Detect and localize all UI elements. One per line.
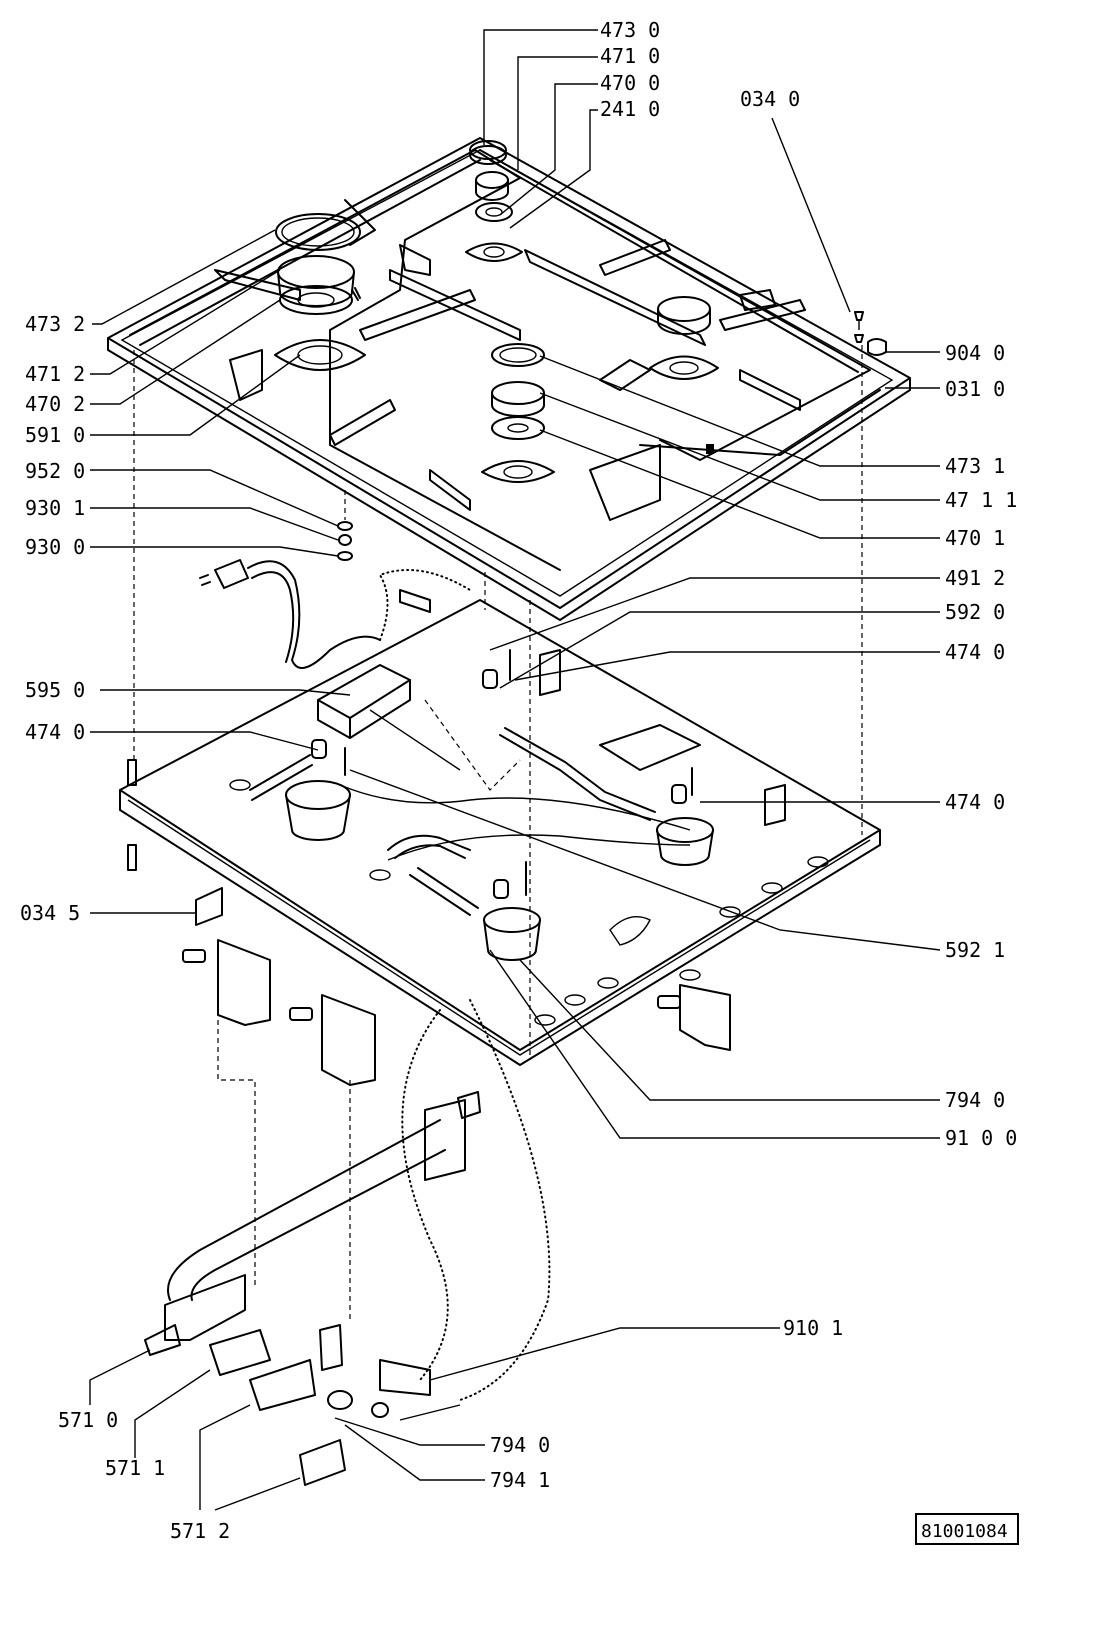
callout-794-0-right: 794 0 <box>945 1088 1005 1112</box>
ignition-module <box>317 589 461 771</box>
callout-910-1: 910 1 <box>783 1316 843 1340</box>
callout-474-0-right-upper: 474 0 <box>945 640 1005 664</box>
callout-241-0: 241 0 <box>600 97 660 121</box>
callout-034-5: 034 5 <box>20 901 80 925</box>
callout-930-0: 930 0 <box>25 535 85 559</box>
callout-930-1: 930 1 <box>25 496 85 520</box>
callout-904-0: 904 0 <box>945 341 1005 365</box>
callout-591-0: 591 0 <box>25 423 85 447</box>
callout-034-0: 034 0 <box>740 87 800 111</box>
callout-473-1: 473 1 <box>945 454 1005 478</box>
burner-large-left <box>274 213 366 371</box>
callout-952-0: 952 0 <box>25 459 85 483</box>
callout-571-2: 571 2 <box>170 1519 230 1543</box>
callout-473-2: 473 2 <box>25 312 85 336</box>
gas-manifold-rail <box>167 1091 481 1301</box>
burner-top-small <box>465 140 523 262</box>
callout-592-1: 592 1 <box>945 938 1005 962</box>
callout-474-0-right-lower: 474 0 <box>945 790 1005 814</box>
document-number: 81001084 <box>921 1521 1008 1542</box>
document-number-box: 81001084 <box>915 1513 1019 1545</box>
callout-031-0: 031 0 <box>945 377 1005 401</box>
gas-taps <box>144 1274 461 1486</box>
callout-794-1: 794 1 <box>490 1468 550 1492</box>
callout-595-0: 595 0 <box>25 678 85 702</box>
callout-470-0-top: 470 0 <box>600 71 660 95</box>
callout-491-2: 491 2 <box>945 566 1005 590</box>
electrical-cable-plug <box>199 559 471 669</box>
burner-center-front <box>481 343 555 483</box>
callout-571-1: 571 1 <box>105 1456 165 1480</box>
callout-471-1: 47 1 1 <box>945 488 1017 512</box>
burner-right-back <box>649 296 719 380</box>
gas-pipes-and-thermocouples <box>249 649 693 916</box>
callout-471-0-top: 471 0 <box>600 44 660 68</box>
screw-and-cap-034-904 <box>854 311 887 356</box>
callout-571-0: 571 0 <box>58 1408 118 1432</box>
callout-473-0-top: 473 0 <box>600 18 660 42</box>
washers-952-930 <box>337 521 353 561</box>
leader-lines <box>89 29 941 1511</box>
tray-brackets-and-feet <box>127 759 731 1086</box>
callout-470-2: 470 2 <box>25 392 85 416</box>
callout-592-0: 592 0 <box>945 600 1005 624</box>
callout-474-0-left: 474 0 <box>25 720 85 744</box>
callout-471-2: 471 2 <box>25 362 85 386</box>
callout-470-1: 470 1 <box>945 526 1005 550</box>
burner-cups <box>285 780 714 961</box>
assembly-alignment-lines <box>133 345 863 1401</box>
pan-support-grates <box>129 149 871 571</box>
callout-labels: 473 0 471 0 470 0 241 0 034 0 473 2 904 … <box>20 18 1017 1543</box>
callout-910-0: 91 0 0 <box>945 1126 1017 1150</box>
base-tray <box>119 599 881 1066</box>
callout-794-0-bottom: 794 0 <box>490 1433 550 1457</box>
